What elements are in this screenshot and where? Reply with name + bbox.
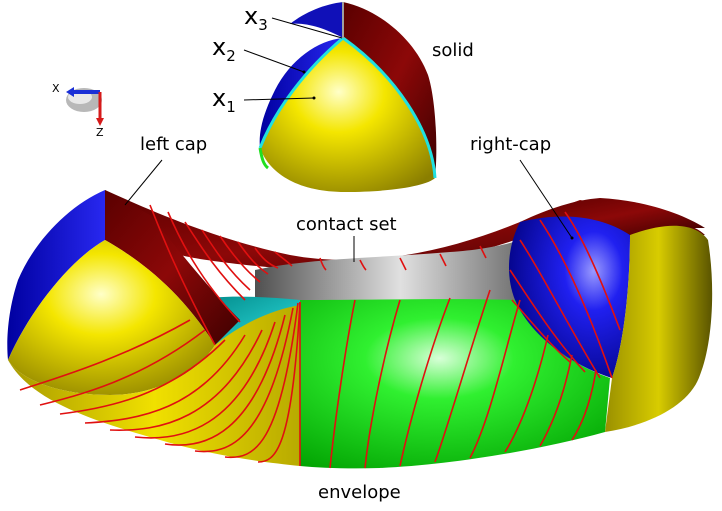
solid-red-face xyxy=(343,2,437,178)
solid-yellow-face xyxy=(260,38,435,192)
envelope-label: envelope xyxy=(318,482,401,503)
envelope-body xyxy=(7,190,713,469)
left-cap-label: left cap xyxy=(140,134,207,155)
left-cap-yellow xyxy=(8,240,215,395)
solid-label: solid xyxy=(432,40,474,61)
axis-x-label: X xyxy=(52,82,60,95)
envelope-green-band xyxy=(300,299,610,469)
axis-z-label: Z xyxy=(96,126,104,139)
right-cap-blue xyxy=(508,213,630,378)
envelope-yellow-band xyxy=(8,305,300,466)
contact-set-label: contact set xyxy=(296,214,397,235)
left-cap-red xyxy=(105,190,240,345)
diagram-labels: left cap right-cap contact set envelope xyxy=(124,134,574,503)
right-cap-label: right-cap xyxy=(470,134,551,155)
x2-label: x2 xyxy=(212,33,236,65)
x1-label: x1 xyxy=(212,84,236,116)
sweep-lines xyxy=(19,204,621,469)
contact-set-area xyxy=(255,240,520,302)
axis-triad-icon: X Z xyxy=(52,82,104,139)
right-cap-yellow xyxy=(605,225,713,432)
solid-blue-face xyxy=(259,38,343,148)
left-cap-blue xyxy=(7,190,105,360)
x3-label: x3 xyxy=(244,2,268,34)
solid-labels: x3 x2 x1 solid xyxy=(212,2,474,116)
solid-shape xyxy=(258,2,437,192)
